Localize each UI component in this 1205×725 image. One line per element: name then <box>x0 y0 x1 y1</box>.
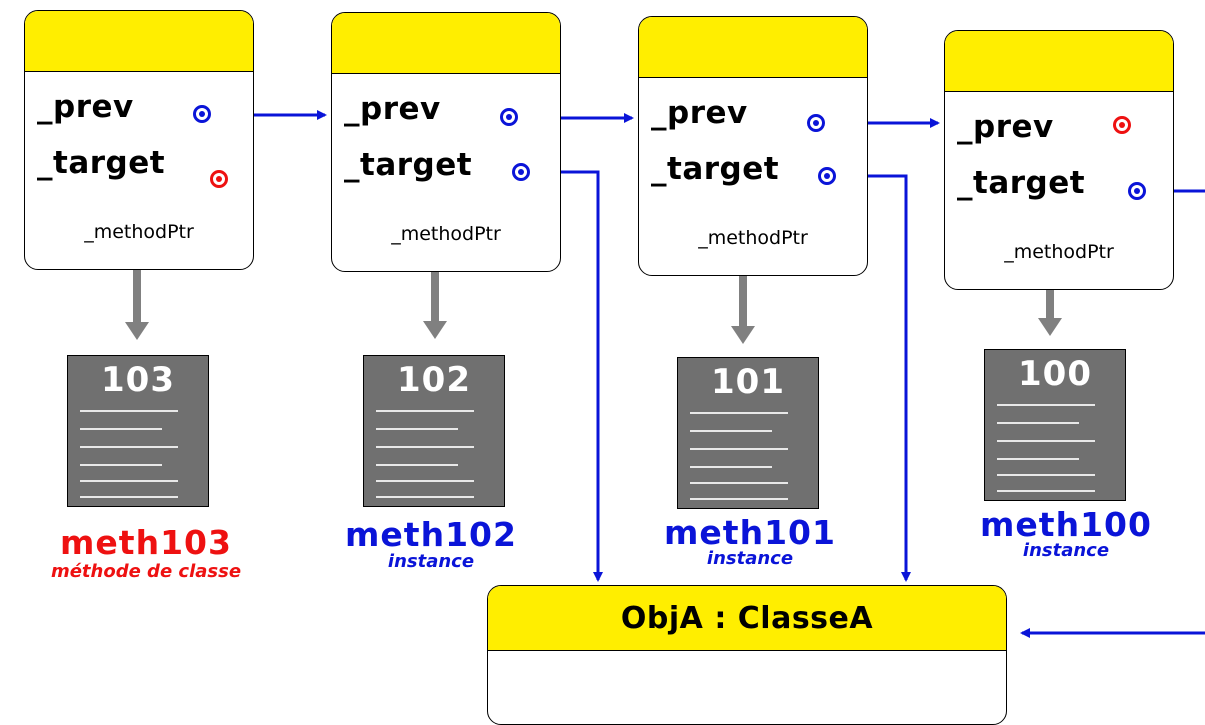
target-pointer-dot-3 <box>818 167 836 185</box>
method-number: 103 <box>101 360 175 400</box>
method-number: 101 <box>711 362 785 402</box>
target-field: _target <box>651 151 780 187</box>
target-field: _target <box>37 145 166 181</box>
prev-field: _prev <box>957 109 1054 145</box>
method-ptr-field: _methodPtr <box>698 227 808 249</box>
method-name-101: meth101 <box>664 513 836 552</box>
target-field: _target <box>957 165 1086 201</box>
method-name-103: meth103 <box>60 523 232 562</box>
prev-field: _prev <box>344 91 441 127</box>
delegate-node-4: _prev _target _methodPtr <box>944 30 1174 290</box>
node-header <box>639 17 867 78</box>
prev-pointer-dot-2 <box>500 108 518 126</box>
prev-field: _prev <box>651 95 748 131</box>
node-header <box>945 31 1173 92</box>
delegate-node-3: _prev _target _methodPtr <box>638 16 868 276</box>
node-header <box>332 13 560 74</box>
prev-pointer-dot-1 <box>193 105 211 123</box>
node-header <box>25 11 253 72</box>
method-kind-102: instance <box>387 551 475 572</box>
method-name-102: meth102 <box>345 515 517 554</box>
method-code-block-100: 100 <box>984 349 1126 501</box>
object-title: ObjA : ClasseA <box>620 600 874 636</box>
method-code-block-102: 102 <box>363 355 505 507</box>
target-null-dot-1 <box>210 170 228 188</box>
method-pointer-arrow-1 <box>125 246 149 340</box>
prev-field: _prev <box>37 89 134 125</box>
target-pointer-dot-2 <box>512 163 530 181</box>
method-number: 102 <box>397 360 471 400</box>
method-code-block-103: 103 <box>67 355 209 507</box>
method-pointer-arrow-2 <box>423 246 447 339</box>
method-ptr-field: _methodPtr <box>391 223 501 245</box>
method-ptr-field: _methodPtr <box>84 221 194 243</box>
method-pointer-arrow-3 <box>731 250 755 344</box>
prev-null-dot-4 <box>1113 116 1131 134</box>
prev-pointer-dot-3 <box>807 114 825 132</box>
target-field: _target <box>344 147 473 183</box>
delegate-node-2: _prev _target _methodPtr <box>331 12 561 272</box>
method-ptr-field: _methodPtr <box>1004 241 1114 263</box>
target-pointer-dot-4 <box>1128 182 1146 200</box>
method-kind-101: instance <box>706 548 794 569</box>
object-header: ObjA : ClasseA <box>488 586 1006 651</box>
method-kind-103: méthode de classe <box>50 561 242 582</box>
method-pointer-arrow-4 <box>1038 265 1062 336</box>
target-object-box: ObjA : ClasseA <box>487 585 1007 725</box>
method-name-100: meth100 <box>980 505 1152 544</box>
delegate-node-1: _prev _target _methodPtr <box>24 10 254 270</box>
method-kind-100: instance <box>1022 540 1110 561</box>
method-code-block-101: 101 <box>677 357 819 509</box>
method-number: 100 <box>1018 354 1092 394</box>
